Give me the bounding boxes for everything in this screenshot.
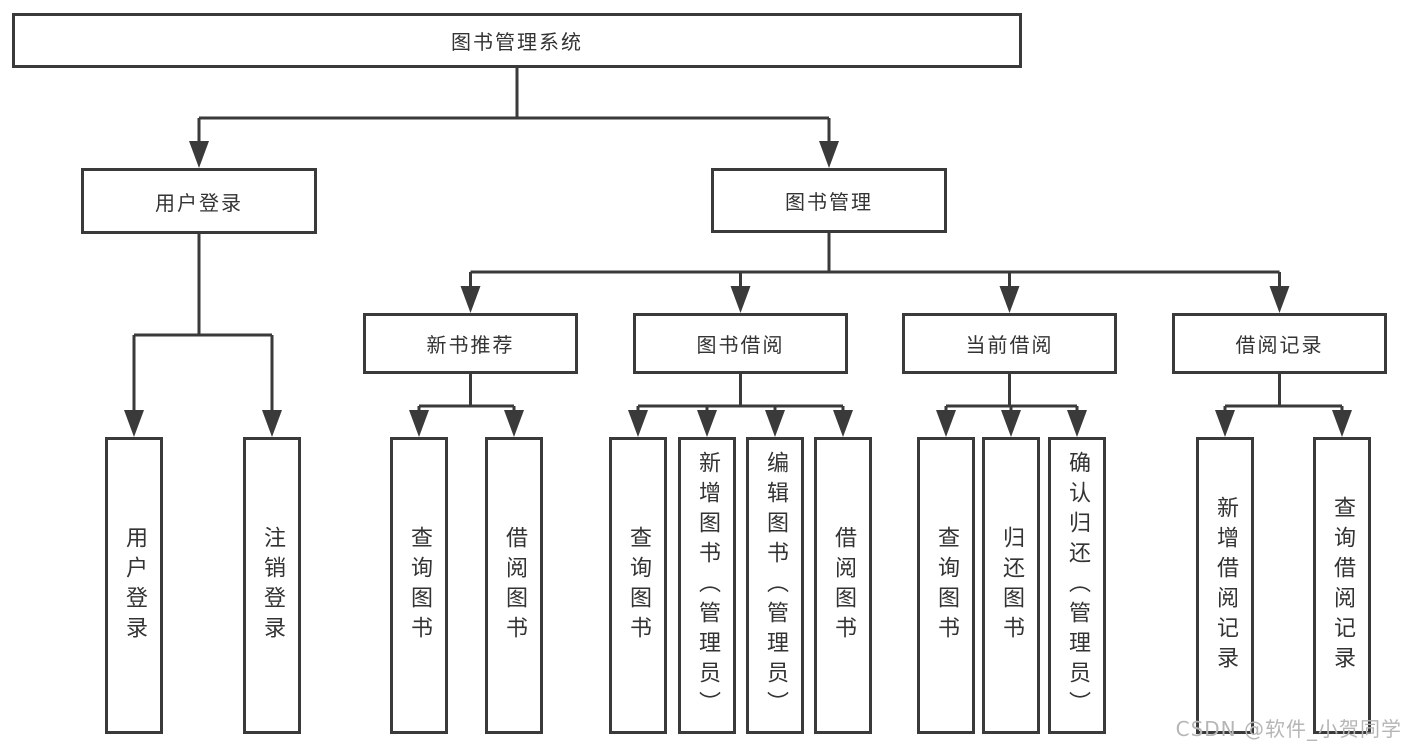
leaf-current-query-books: 查询图书 — [917, 437, 975, 734]
arrowhead-icon — [262, 410, 282, 437]
arrowhead-icon — [409, 410, 429, 437]
leaf-records-add-record: 新增借阅记录 — [1196, 437, 1254, 734]
arrowhead-icon — [1332, 410, 1352, 437]
arrowhead-icon — [1215, 410, 1235, 437]
arrowhead-icon — [819, 141, 839, 168]
arrowhead-icon — [460, 286, 481, 313]
leaf-current-confirm-return-admin: 确认归还（管理员） — [1048, 437, 1106, 734]
connector-root-to-level2 — [197, 68, 831, 148]
leaf-newbook-borrow-books: 借阅图书 — [485, 437, 543, 734]
arrowhead-icon — [999, 286, 1020, 313]
arrowhead-icon — [628, 410, 648, 437]
node-borrow-records: 借阅记录 — [1172, 313, 1387, 374]
connector-userlogin-to-leaves — [132, 234, 274, 418]
arrowhead-icon — [1067, 410, 1087, 437]
arrowhead-icon — [936, 410, 956, 437]
leaf-borrow-query-books: 查询图书 — [609, 437, 667, 734]
leaf-current-return-books: 归还图书 — [982, 437, 1040, 734]
connector-bookmgmt-to-level3 — [469, 233, 1281, 294]
node-user-login: 用户登录 — [81, 168, 317, 234]
arrowhead-icon — [189, 141, 209, 168]
connector-records-to-leaves — [1223, 374, 1344, 418]
arrowhead-icon — [765, 410, 785, 437]
connector-newbook-to-leaves — [417, 374, 516, 418]
node-current-borrow: 当前借阅 — [902, 313, 1117, 374]
node-book-borrow: 图书借阅 — [633, 313, 848, 374]
leaf-user-login: 用户登录 — [105, 437, 163, 734]
leaf-borrow-add-books-admin: 新增图书（管理员） — [678, 437, 736, 734]
node-library-system: 图书管理系统 — [12, 13, 1022, 68]
leaf-borrow-borrow-books: 借阅图书 — [814, 437, 872, 734]
arrowheads — [124, 141, 1352, 437]
arrowhead-icon — [124, 410, 144, 437]
leaf-borrow-edit-books-admin: 编辑图书（管理员） — [746, 437, 804, 734]
arrowhead-icon — [697, 410, 717, 437]
arrowhead-icon — [1269, 286, 1290, 313]
node-book-management: 图书管理 — [711, 168, 947, 233]
leaf-records-query-record: 查询借阅记录 — [1313, 437, 1371, 734]
leaf-logout: 注销登录 — [243, 437, 301, 734]
arrowhead-icon — [833, 410, 853, 437]
arrowhead-icon — [504, 410, 524, 437]
connector-borrow-to-leaves — [636, 374, 845, 418]
arrowhead-icon — [730, 286, 751, 313]
csdn-watermark: CSDN @软件_小贺同学 — [1175, 717, 1402, 741]
arrowhead-icon — [1001, 410, 1021, 437]
node-new-book-recommend: 新书推荐 — [363, 313, 578, 374]
leaf-newbook-query-books: 查询图书 — [390, 437, 448, 734]
